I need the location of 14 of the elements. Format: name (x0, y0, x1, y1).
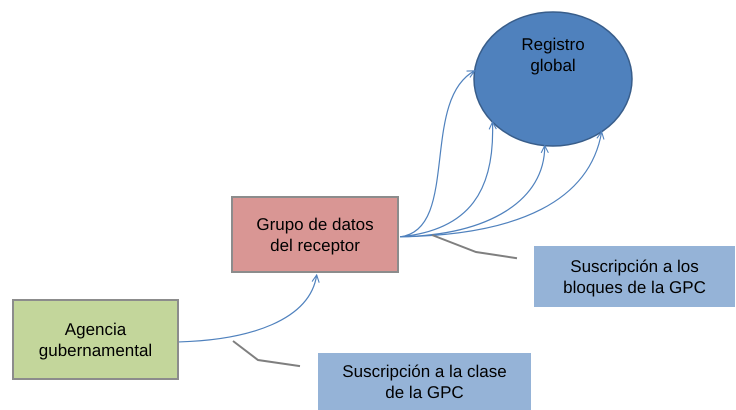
node-label: Suscripción a los bloques de la GPC (562, 256, 707, 298)
process-box (231, 196, 399, 273)
leader-line (432, 234, 518, 260)
node-label: Registro global (520, 34, 586, 76)
arrow (400, 70, 476, 238)
callout-box (318, 353, 531, 410)
agency-box (12, 299, 179, 380)
node-label: Suscripción a la clase de la GPC (341, 360, 508, 402)
node-label: Agencia gubernamental (38, 318, 154, 360)
leader-line (232, 340, 300, 368)
arrow (178, 274, 319, 343)
arrow (400, 131, 604, 238)
node-label: Grupo de datos del receptor (255, 214, 375, 256)
callout-box (534, 246, 735, 307)
